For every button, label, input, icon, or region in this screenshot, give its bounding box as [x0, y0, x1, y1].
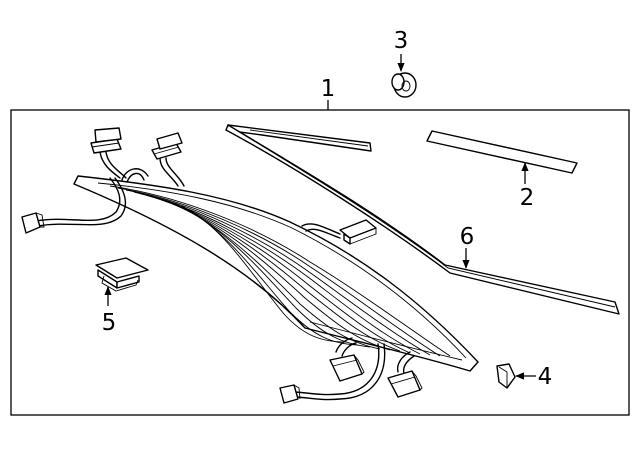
callout-5: 5 — [102, 310, 117, 336]
clip-part-4 — [496, 363, 516, 389]
connector-top-left — [90, 127, 122, 154]
wiring-harness — [35, 151, 415, 401]
callout-4: 4 — [538, 364, 553, 390]
connector-bottom-left — [279, 384, 301, 404]
assembly-frame — [10, 109, 630, 416]
back-glass-part-1 — [73, 175, 479, 372]
seal-strip-part-2 — [426, 130, 578, 174]
connector-bottom-right — [387, 370, 423, 398]
molding-part-6 — [225, 124, 620, 315]
connector-top-center — [151, 132, 183, 160]
bracket-part-5 — [95, 257, 149, 292]
grommet-part-3 — [391, 72, 417, 98]
connector-middle — [339, 219, 377, 245]
connector-left — [21, 212, 45, 234]
connector-bottom-center — [329, 354, 365, 382]
callout-1: 1 — [321, 76, 336, 102]
callout-2: 2 — [520, 185, 535, 211]
callout-3: 3 — [394, 28, 409, 54]
callout-6: 6 — [460, 224, 475, 250]
